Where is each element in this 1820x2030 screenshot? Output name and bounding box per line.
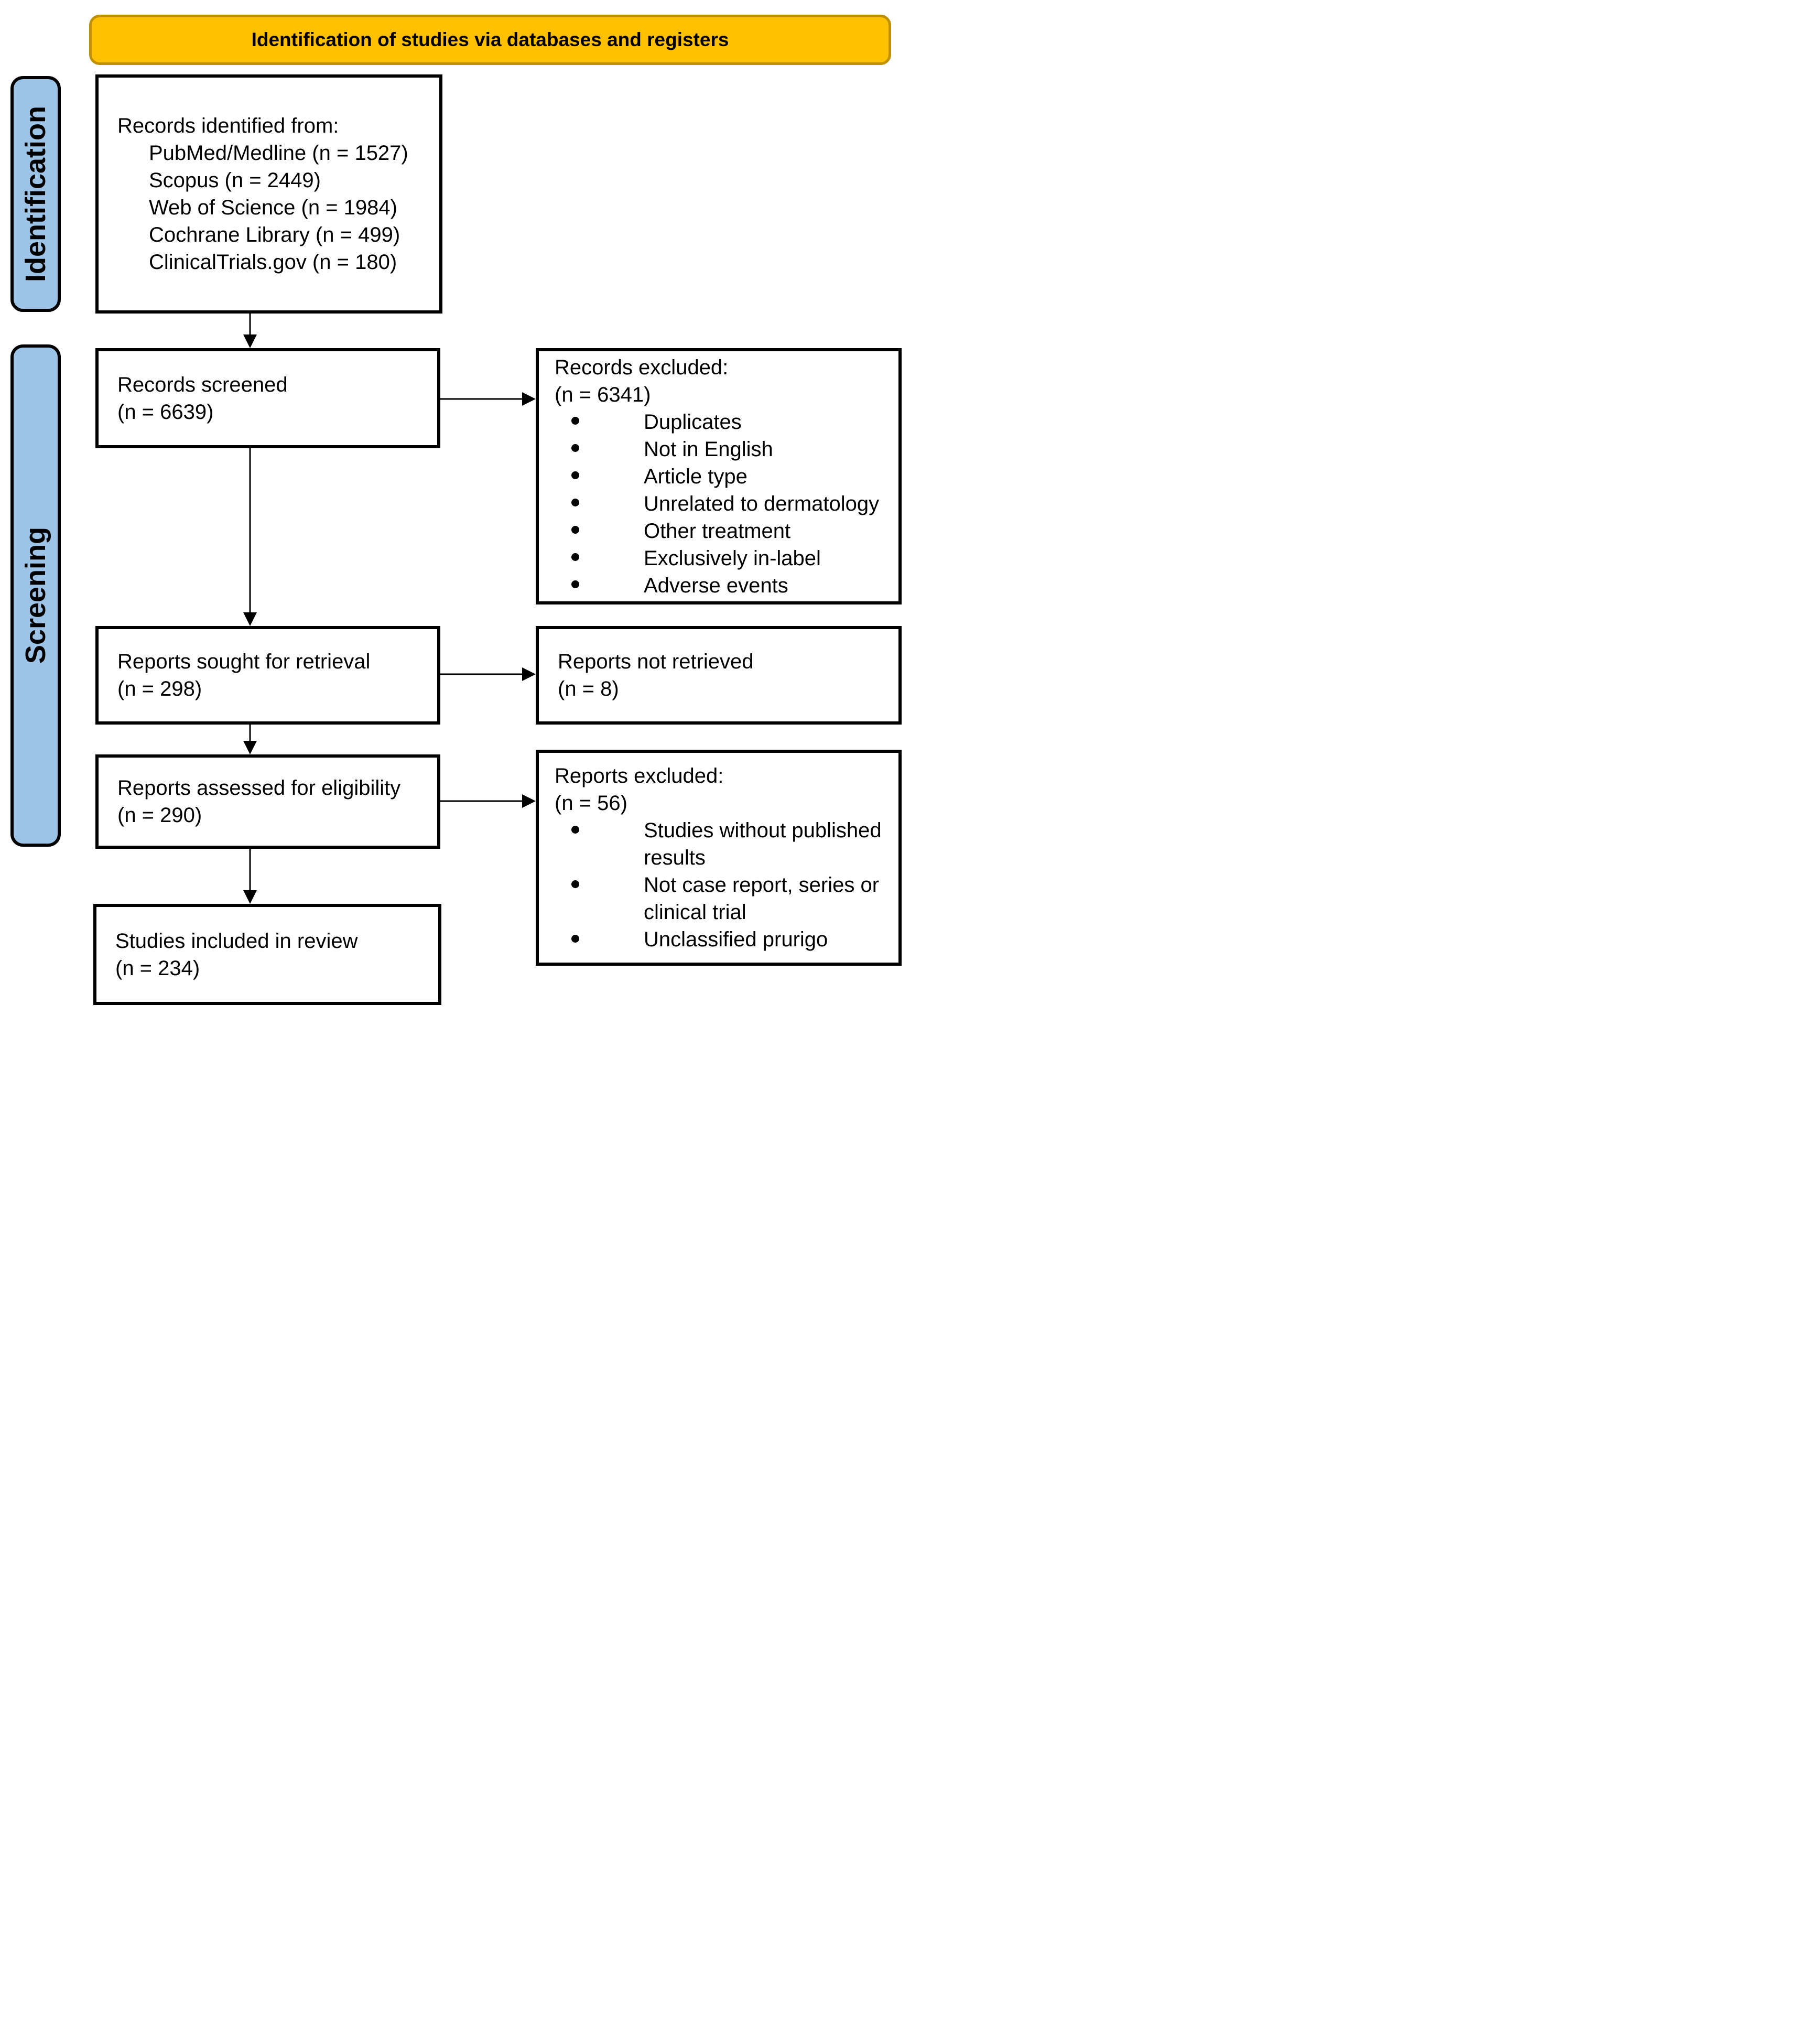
reports-excluded-reasons: Studies without published results Not ca… [555, 817, 893, 953]
reports-assessed-label: Reports assessed for eligibility [117, 776, 401, 800]
arrow-shaft [440, 398, 523, 400]
source-cochrane: Cochrane Library (n = 499) [149, 223, 400, 246]
source-web-of-science: Web of Science (n = 1984) [149, 196, 397, 219]
prisma-flow-diagram: Identification of studies via databases … [0, 0, 910, 1015]
records-identified-title: Records identified from: [117, 114, 339, 137]
box-studies-included: Studies included in review (n = 234) [93, 904, 441, 1005]
stage-band-identification: Identification [10, 76, 61, 312]
arrow-shaft [440, 800, 523, 802]
reports-excluded-count: (n = 56) [555, 792, 627, 815]
arrow-shaft [249, 448, 251, 613]
studies-included-label: Studies included in review [115, 929, 358, 953]
box-reports-sought: Reports sought for retrieval (n = 298) [95, 626, 440, 725]
box-records-excluded: Records excluded: (n = 6341) Duplicates … [536, 348, 902, 604]
reports-excluded-label: Reports excluded: [555, 764, 724, 787]
reports-sought-count: (n = 298) [117, 677, 202, 700]
source-scopus: Scopus (n = 2449) [149, 169, 321, 192]
arrowhead-right-icon [522, 794, 536, 808]
arrow-assessed-to-reports-excluded [440, 794, 536, 808]
source-pubmed: PubMed/Medline (n = 1527) [149, 142, 408, 165]
records-screened-count: (n = 6639) [117, 400, 214, 424]
arrowhead-right-icon [522, 392, 536, 406]
arrowhead-right-icon [522, 667, 536, 681]
banner-title: Identification of studies via databases … [251, 29, 729, 50]
box-reports-not-retrieved: Reports not retrieved (n = 8) [536, 626, 902, 725]
excluded-reason-not-english: Not in English [555, 436, 893, 463]
reports-excluded-reason-unclassified-prurigo: Unclassified prurigo [555, 926, 893, 953]
arrowhead-down-icon [243, 890, 257, 904]
arrow-identified-to-screened [243, 310, 257, 348]
arrow-assessed-to-included [243, 849, 257, 904]
records-excluded-label: Records excluded: [555, 355, 729, 379]
arrowhead-down-icon [243, 612, 257, 626]
excluded-reason-in-label: Exclusively in-label [555, 545, 893, 572]
reports-excluded-reason-unpublished: Studies without published results [555, 817, 893, 871]
arrow-screened-to-sought [243, 448, 257, 626]
arrow-sought-to-not-retrieved [440, 667, 536, 681]
excluded-reason-adverse-events: Adverse events [555, 572, 893, 599]
excluded-reason-unrelated: Unrelated to dermatology [555, 490, 893, 517]
banner: Identification of studies via databases … [89, 15, 891, 65]
reports-not-retrieved-count: (n = 8) [558, 677, 619, 700]
records-excluded-count: (n = 6341) [555, 383, 651, 406]
stage-label-screening: Screening [20, 527, 51, 664]
records-screened-label: Records screened [117, 373, 288, 396]
arrowhead-down-icon [243, 334, 257, 348]
stage-band-screening: Screening [10, 344, 61, 847]
reports-sought-label: Reports sought for retrieval [117, 650, 371, 673]
records-excluded-reasons: Duplicates Not in English Article type U… [555, 408, 893, 599]
reports-not-retrieved-label: Reports not retrieved [558, 650, 754, 673]
source-clinicaltrials: ClinicalTrials.gov (n = 180) [149, 251, 397, 274]
reports-assessed-count: (n = 290) [117, 804, 202, 827]
arrow-shaft [249, 849, 251, 891]
box-records-identified: Records identified from: PubMed/Medline … [95, 74, 442, 314]
arrowhead-down-icon [243, 741, 257, 754]
excluded-reason-article-type: Article type [555, 463, 893, 490]
excluded-reason-duplicates: Duplicates [555, 408, 893, 436]
box-reports-excluded: Reports excluded: (n = 56) Studies witho… [536, 750, 902, 966]
studies-included-count: (n = 234) [115, 956, 200, 980]
arrow-shaft [440, 673, 523, 675]
excluded-reason-other-treatment: Other treatment [555, 517, 893, 545]
reports-excluded-reason-not-case-report: Not case report, series or clinical tria… [555, 871, 893, 926]
arrow-screened-to-excluded [440, 392, 536, 406]
stage-label-identification: Identification [20, 106, 51, 282]
arrow-shaft [249, 310, 251, 336]
box-reports-assessed: Reports assessed for eligibility (n = 29… [95, 754, 440, 849]
box-records-screened: Records screened (n = 6639) [95, 348, 440, 448]
arrow-sought-to-assessed [243, 725, 257, 754]
arrow-shaft [249, 725, 251, 742]
